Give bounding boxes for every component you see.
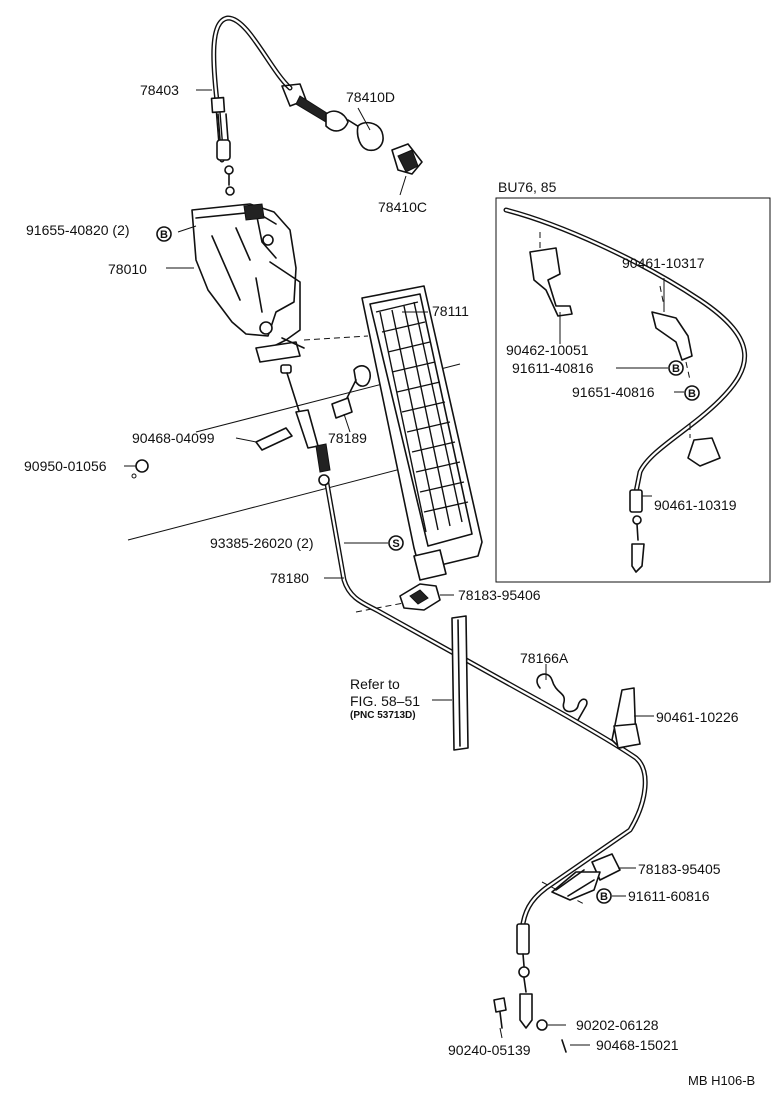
refer-line-2: FIG. 58–51 <box>350 693 420 709</box>
accelerator-pedal-pad <box>361 285 483 581</box>
inset-bracket-10317 <box>651 311 693 361</box>
leader-lines <box>124 89 654 1046</box>
inset-badge-b-91611-40816: B <box>668 360 684 376</box>
cable-bracket-10226 <box>611 687 641 749</box>
lower-guide-line <box>355 597 585 905</box>
pnc-53713d-bracket <box>451 615 469 751</box>
cable-lower-link <box>131 364 371 479</box>
inset-title: BU76, 85 <box>498 179 557 195</box>
svg-text:S: S <box>392 538 399 550</box>
label-78010: 78010 <box>108 261 147 277</box>
inset-frame <box>495 197 771 583</box>
inset-clamp-10319 <box>687 437 721 467</box>
inset-label-90461-10319: 90461-10319 <box>654 497 737 513</box>
label-78410C: 78410C <box>378 199 427 215</box>
badge-b-91655: B <box>156 226 172 242</box>
label-78403: 78403 <box>140 82 179 98</box>
inset-label-91651-40816: 91651-40816 <box>572 384 655 400</box>
upper-accelerator-cable <box>210 15 423 196</box>
svg-text:B: B <box>672 363 680 375</box>
firewall-line-lower <box>127 463 421 541</box>
inset-bracket-10051 <box>529 247 573 317</box>
label-78166A: 78166A <box>520 650 569 666</box>
label-78410D: 78410D <box>346 89 395 105</box>
cable-lower-end <box>493 923 567 1053</box>
inset-bu76-85: BU76, 85 90461-10317 90462-10051 91611-4… <box>495 179 771 583</box>
inset-label-91611-40816: 91611-40816 <box>512 360 594 376</box>
svg-text:B: B <box>600 891 608 903</box>
svg-text:B: B <box>688 388 696 400</box>
accelerator-cable-main <box>318 474 648 933</box>
refer-line-3: (PNC 53713D) <box>350 710 416 721</box>
diagram-code: MB H106-B <box>688 1073 755 1088</box>
label-90468-15021: 90468-15021 <box>596 1037 679 1053</box>
badge-b-91611-60816: B <box>596 888 612 904</box>
cable-clamp-lower <box>551 853 621 901</box>
label-90468-04099: 90468-04099 <box>132 430 215 446</box>
mount-guide-line <box>303 335 369 341</box>
label-90461-10226: 90461-10226 <box>656 709 739 725</box>
label-90950-01056: 90950-01056 <box>24 458 107 474</box>
refer-line-1: Refer to <box>350 676 400 692</box>
cable-clamp-upper <box>399 583 441 611</box>
pedal-support-bracket <box>191 203 305 363</box>
label-78183-95406: 78183-95406 <box>458 587 541 603</box>
inset-badge-b-91651-40816: B <box>684 385 700 401</box>
label-93385-26020: 93385-26020 (2) <box>210 535 314 551</box>
label-78183-95405: 78183-95405 <box>638 861 721 877</box>
svg-text:B: B <box>160 229 168 241</box>
badge-s-93385: S <box>388 535 404 551</box>
inset-label-90461-10317: 90461-10317 <box>622 255 705 271</box>
label-78111: 78111 <box>432 303 469 319</box>
label-90202-06128: 90202-06128 <box>576 1017 659 1033</box>
label-78189: 78189 <box>328 430 367 446</box>
label-91611-60816: 91611-60816 <box>628 888 710 904</box>
inset-label-90462-10051: 90462-10051 <box>506 342 589 358</box>
label-90240-05139: 90240-05139 <box>448 1042 531 1058</box>
label-91655-40820: 91655-40820 (2) <box>26 222 130 238</box>
label-78180: 78180 <box>270 570 309 586</box>
